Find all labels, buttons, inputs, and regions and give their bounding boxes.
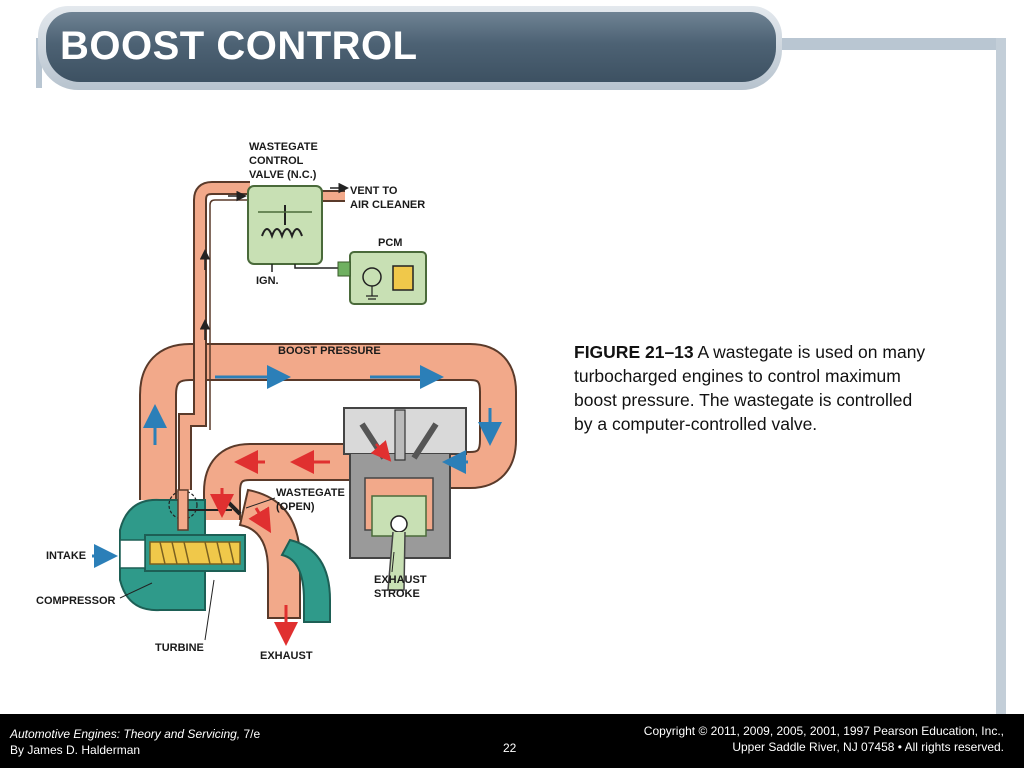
label-vent-1: VENT TO [350, 185, 398, 197]
boost-pressure-duct [139, 343, 517, 500]
label-exhaust-stroke-1: EXHAUST [374, 574, 427, 586]
page-number: 22 [503, 741, 517, 755]
label-wastegate-control-2: CONTROL [249, 155, 304, 167]
turbocharger [119, 489, 246, 612]
label-compressor: COMPRESSOR [36, 595, 116, 607]
exhaust-flow-arrows [210, 440, 392, 646]
label-turbine: TURBINE [155, 642, 204, 654]
footer-book-title: Automotive Engines: Theory and Servicing… [10, 727, 241, 741]
footer-rights: Upper Saddle River, NJ 07458 • All right… [732, 740, 1004, 754]
label-boost-pressure: BOOST PRESSURE [278, 345, 381, 357]
footer-copyright: Copyright © 2011, 2009, 2005, 2001, 1997… [643, 724, 1004, 738]
slide-frame-left [36, 38, 42, 88]
figure-caption: FIGURE 21–13 A wastegate is used on many… [574, 340, 934, 436]
label-exhaust: EXHAUST [260, 650, 313, 662]
label-vent-2: AIR CLEANER [350, 199, 425, 211]
wastegate-control-valve [247, 185, 323, 265]
footer-edition: 7/e [240, 727, 261, 741]
figure-label: FIGURE 21–13 [574, 342, 694, 362]
footer-book-line: Automotive Engines: Theory and Servicing… [10, 727, 260, 741]
label-wastegate-control-1: WASTEGATE [249, 141, 318, 153]
slide-footer: Automotive Engines: Theory and Servicing… [0, 714, 1024, 768]
label-exhaust-stroke-2: STROKE [374, 588, 420, 600]
label-intake: INTAKE [46, 550, 86, 562]
figure-caption-text: A wastegate is used on many turbocharged… [574, 342, 926, 434]
pcm-module [337, 251, 427, 305]
slide-title: BOOST CONTROL [60, 24, 418, 68]
label-pcm: PCM [378, 237, 402, 249]
label-wastegate-open-2: (OPEN) [276, 501, 315, 513]
footer-author: By James D. Halderman [10, 743, 141, 757]
title-bar [46, 12, 776, 82]
intake-flow-arrows [92, 365, 502, 568]
label-ign: IGN. [256, 275, 279, 287]
label-wastegate-control-3: VALVE (N.C.) [249, 169, 317, 181]
boost-control-diagram: WASTEGATE CONTROL VALVE (N.C.) VENT TO A… [36, 141, 517, 662]
slide-frame-right [996, 38, 1006, 714]
label-leader-lines [119, 497, 395, 641]
signal-line-arrows [199, 182, 349, 340]
pcm-wiring [271, 264, 340, 272]
engine-cylinder [343, 407, 467, 591]
label-wastegate-open-1: WASTEGATE [276, 487, 345, 499]
